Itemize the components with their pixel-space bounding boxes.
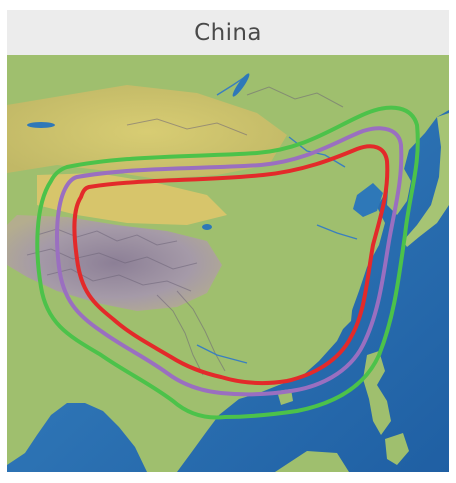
taklamakan-desert [37, 173, 227, 225]
map-card: China [7, 10, 449, 472]
lake-baikal [232, 73, 250, 97]
philippines-south [385, 433, 409, 465]
lake-balkhash [27, 122, 55, 128]
map-svg [7, 55, 449, 472]
relief-map[interactable] [7, 55, 449, 472]
qinghai-lake [202, 224, 212, 230]
inner-contour [72, 144, 390, 386]
mountain-relief [26, 86, 344, 376]
middle-contour [55, 126, 404, 397]
tibetan-plateau [7, 215, 222, 311]
japan [403, 113, 449, 247]
map-title: China [194, 19, 262, 46]
bohai-sea [353, 183, 383, 217]
title-bar: China [7, 10, 449, 55]
taiwan [341, 301, 353, 329]
borneo [275, 451, 349, 472]
outer-contour [35, 105, 420, 420]
